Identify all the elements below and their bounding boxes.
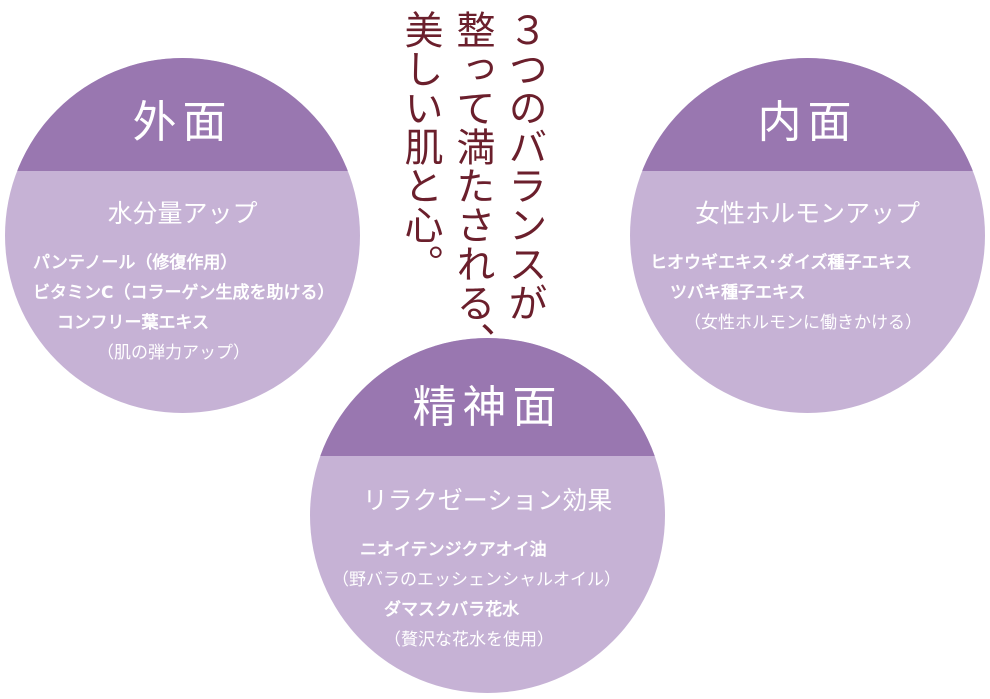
ingredient-line: コンフリー葉エキス [57,313,209,333]
inner-balance-body: 女性ホルモンアップ ヒオウギエキス･ダイズ種子エキス ツバキ種子エキス （女性ホ… [630,201,985,338]
ingredient-line: ツバキ種子エキス [670,283,806,303]
ingredient-line: ダマスクバラ花水 [384,600,520,620]
ingredient-line: ビタミンC（コラーゲン生成を助ける） [33,283,335,303]
ingredient-note: （贅沢な花水を使用） [384,630,554,650]
ingredient-note: （野バラのエッシェンシャルオイル） [332,570,621,590]
inner-balance-circle: 内面 女性ホルモンアップ ヒオウギエキス･ダイズ種子エキス ツバキ種子エキス （… [630,58,985,413]
mental-balance-header: 精神面 [310,338,665,456]
inner-balance-ingredients: ヒオウギエキス･ダイズ種子エキス ツバキ種子エキス （女性ホルモンに働きかける） [630,248,985,338]
mental-balance-ingredients: ニオイテンジクアオイ油 （野バラのエッシェンシャルオイル） ダマスクバラ花水 （… [310,535,665,655]
ingredient-line: パンテノール（修復作用） [33,253,238,273]
outer-balance-ingredients: パンテノール（修復作用） ビタミンC（コラーゲン生成を助ける） コンフリー葉エキ… [5,248,360,368]
main-heading-line-2: 整って満たされる、 [450,10,495,361]
main-heading-line-3: 美しい肌と心。 [398,10,443,283]
outer-balance-subtitle: 水分量アップ [107,199,258,228]
outer-balance-title: 外面 [132,97,233,148]
mental-balance-title: 精神面 [412,382,563,433]
mental-balance-body: リラクゼーション効果 ニオイテンジクアオイ油 （野バラのエッシェンシャルオイル）… [310,488,665,655]
inner-balance-subtitle: 女性ホルモンアップ [694,199,920,228]
outer-balance-body: 水分量アップ パンテノール（修復作用） ビタミンC（コラーゲン生成を助ける） コ… [5,201,360,368]
outer-balance-header: 外面 [5,58,360,171]
ingredient-line: ヒオウギエキス･ダイズ種子エキス [650,253,912,273]
main-heading-line-1: ３つのバランスが [502,10,547,322]
inner-balance-header: 内面 [630,58,985,171]
ingredient-note: （肌の弾力アップ） [97,343,250,363]
mental-balance-circle: 精神面 リラクゼーション効果 ニオイテンジクアオイ油 （野バラのエッシェンシャル… [310,338,665,693]
mental-balance-subtitle: リラクゼーション効果 [362,486,613,515]
ingredient-line: ニオイテンジクアオイ油 [360,540,547,560]
main-heading: ３つのバランスが 整って満たされる、 美しい肌と心。 [394,10,550,361]
ingredient-note: （女性ホルモンに働きかける） [684,313,922,333]
inner-balance-title: 内面 [757,97,858,148]
outer-balance-circle: 外面 水分量アップ パンテノール（修復作用） ビタミンC（コラーゲン生成を助ける… [5,58,360,413]
